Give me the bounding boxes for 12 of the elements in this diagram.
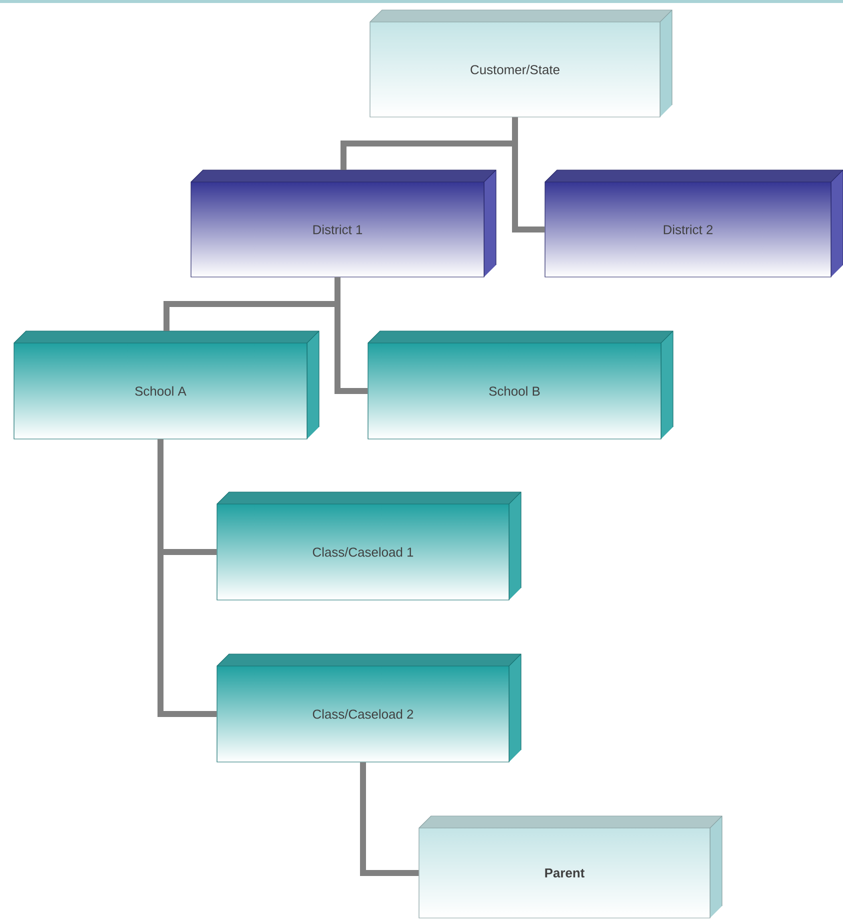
org-box: District 2 bbox=[544, 170, 843, 278]
org-box: Class/Caseload 2 bbox=[216, 654, 522, 762]
org-box: District 1 bbox=[190, 170, 496, 278]
org-box: School B bbox=[368, 330, 674, 440]
org-box: Class/Caseload 1 bbox=[216, 492, 522, 600]
org-box: School A bbox=[14, 330, 320, 440]
org-box: Customer/State bbox=[370, 10, 672, 118]
org-box: Parent bbox=[418, 816, 722, 918]
connector-line bbox=[360, 762, 419, 876]
connector-line bbox=[512, 117, 545, 232]
connector-line bbox=[158, 439, 217, 717]
connector-line bbox=[334, 277, 368, 394]
